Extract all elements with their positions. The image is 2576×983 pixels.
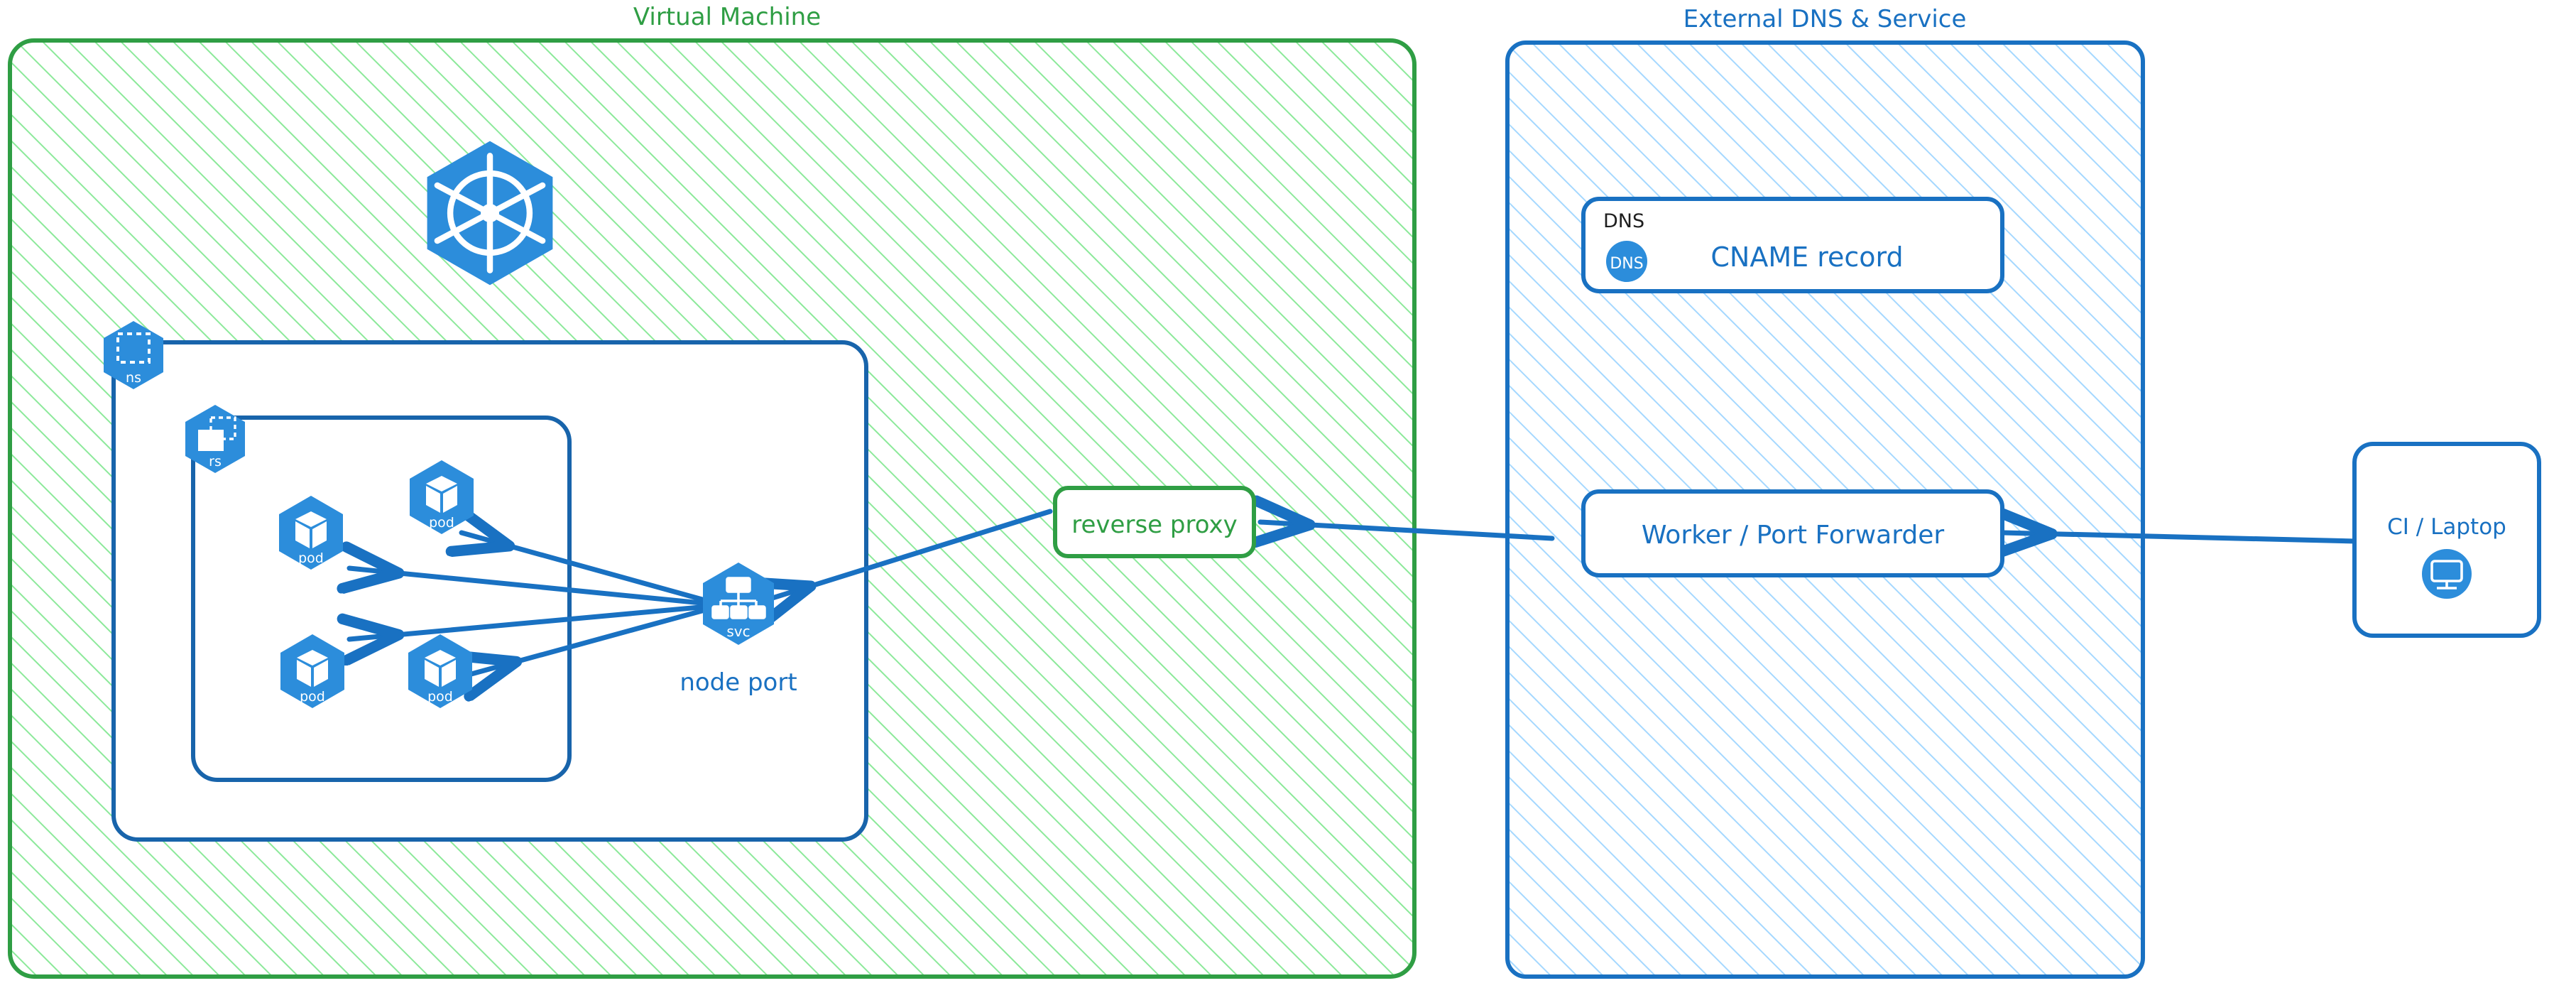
reverse-proxy-label: reverse proxy: [1071, 511, 1237, 539]
pod-icon-1: pod: [279, 496, 343, 570]
reverse-proxy-to-service-arrow: [763, 509, 1053, 601]
client-to-worker-arrow: [2002, 533, 2359, 541]
pod-label: pod: [298, 550, 324, 566]
pod-label: pod: [429, 515, 454, 531]
namespace-icon: ns: [104, 321, 163, 389]
node-port-caption: node port: [680, 668, 797, 697]
ci-laptop-label: CI / Laptop: [2387, 514, 2506, 540]
dns-icon-label: DNS: [1610, 255, 1643, 273]
pod-icon-2: pod: [410, 460, 474, 534]
virtual-machine-title: Virtual Machine: [633, 3, 821, 31]
monitor-icon: [2422, 549, 2472, 599]
pod-icon-4: pod: [408, 634, 472, 708]
pod-icon-3: pod: [280, 634, 344, 708]
replicaset-box: [191, 416, 572, 782]
reverse-proxy-box[interactable]: reverse proxy: [1053, 486, 1256, 558]
cname-record-label: CNAME record: [1710, 241, 1903, 273]
worker-to-reverse-proxy-arrow: [1260, 522, 1555, 538]
kubernetes-logo: [427, 141, 553, 286]
worker-port-forwarder-box[interactable]: Worker / Port Forwarder: [1581, 489, 2004, 577]
pod-label: pod: [427, 689, 453, 705]
dns-corner-label: DNS: [1603, 210, 1644, 232]
replicaset-icon: rs: [185, 405, 245, 473]
service-icon: svc: [703, 563, 774, 645]
dns-icon: DNS: [1606, 241, 1647, 282]
dns-box[interactable]: DNS DNS CNAME record: [1581, 197, 2004, 293]
pod-label: pod: [300, 689, 325, 705]
service-to-pod-arrows: [349, 533, 726, 675]
ci-laptop-box[interactable]: CI / Laptop: [2352, 442, 2541, 638]
namespace-icon-label: ns: [126, 370, 141, 386]
worker-port-forwarder-label: Worker / Port Forwarder: [1642, 521, 1945, 550]
service-icon-label: svc: [726, 623, 750, 640]
external-dns-service-title: External DNS & Service: [1683, 5, 1967, 33]
replicaset-icon-label: rs: [209, 454, 222, 469]
